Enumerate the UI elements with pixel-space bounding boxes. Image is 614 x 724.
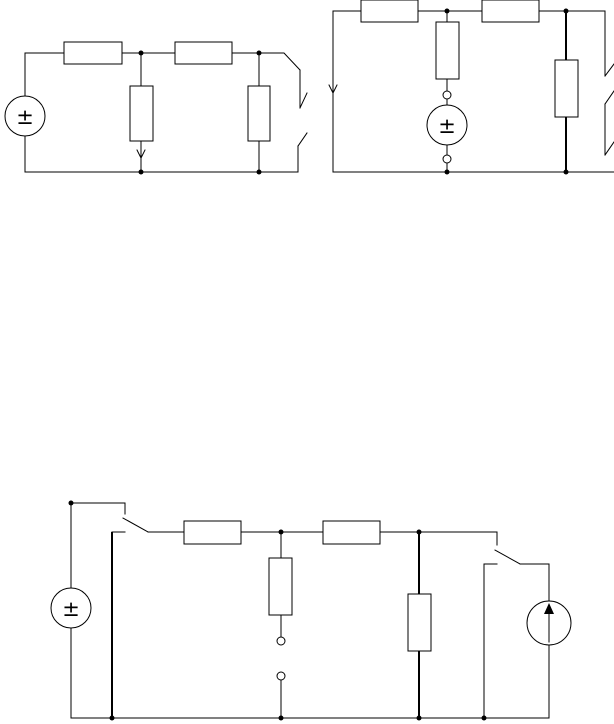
terminal-icon [276, 671, 286, 681]
wire [122, 517, 149, 533]
node-dot [563, 8, 569, 14]
wire [604, 141, 614, 156]
wire [519, 563, 550, 602]
node-dot [416, 529, 422, 535]
resistor [129, 85, 154, 142]
node-dot [138, 50, 144, 56]
circuit-top-left: ± [4, 41, 308, 175]
resistor [554, 59, 579, 118]
resistor [435, 21, 460, 80]
resistor [360, 0, 419, 23]
wire [231, 52, 301, 71]
node-dot [444, 8, 450, 14]
node-dot [481, 715, 487, 721]
resistor [63, 41, 123, 65]
wire [538, 10, 606, 77]
node-dot [416, 715, 422, 721]
arrow-icon [328, 84, 338, 95]
terminal-icon [276, 636, 286, 646]
resistor [322, 520, 381, 545]
voltage-source-icon [426, 104, 468, 146]
node-dot [278, 529, 284, 535]
node-dot [256, 169, 262, 175]
arrow-icon [136, 149, 146, 160]
arrow-up-icon [544, 603, 554, 614]
wire [494, 549, 521, 565]
voltage-source-symbol: ± [62, 597, 80, 621]
wire [332, 10, 362, 173]
wire [70, 502, 126, 589]
circuit-top-right: ± [328, 0, 614, 175]
node-dot [68, 500, 74, 506]
resistor [247, 85, 271, 142]
wire [297, 132, 308, 147]
voltage-source-symbol: ± [438, 114, 456, 138]
wire [604, 63, 614, 77]
wire [379, 531, 498, 546]
voltage-source-icon [4, 95, 46, 137]
resistor [407, 593, 432, 652]
wire [604, 90, 614, 105]
wire [24, 135, 299, 173]
resistor [481, 0, 540, 23]
terminal-icon [442, 154, 452, 164]
node-dot [138, 169, 144, 175]
circuit-bottom: ± [50, 500, 572, 721]
node-dot [444, 169, 450, 175]
node-dot [109, 715, 115, 721]
node-dot [278, 715, 284, 721]
wire [299, 92, 308, 109]
voltage-source-symbol: ± [16, 105, 34, 129]
voltage-source-icon [50, 587, 92, 629]
wire [24, 52, 65, 97]
node-dot [563, 169, 569, 175]
terminal-icon [442, 90, 452, 100]
node-dot [256, 50, 262, 56]
resistor [268, 557, 293, 616]
resistor [183, 520, 242, 545]
wire [483, 563, 498, 719]
resistor [174, 41, 233, 65]
